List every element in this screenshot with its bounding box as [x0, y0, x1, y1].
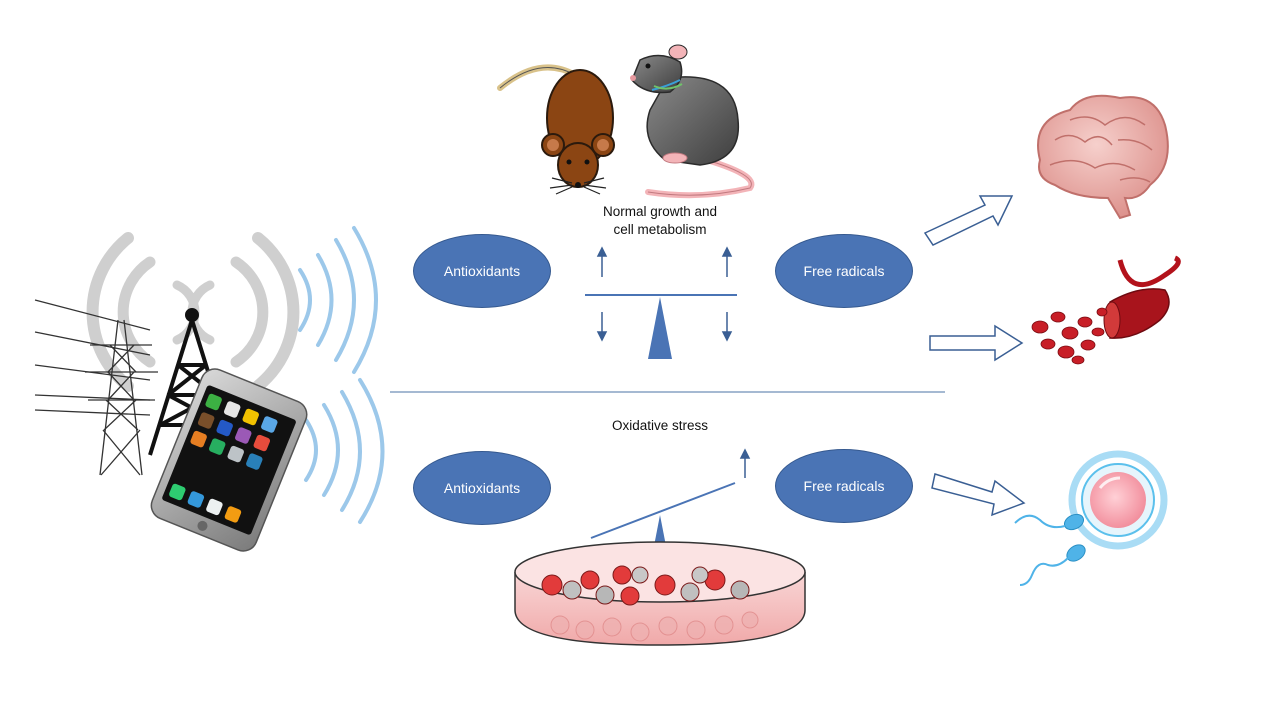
caption-normal-growth: Normal growth and cell metabolism — [575, 203, 745, 239]
up-arrow-right — [721, 246, 733, 277]
caption-normal-growth-line1: Normal growth and — [602, 204, 718, 219]
down-arrow-left — [596, 312, 608, 342]
arrow-to-reproductive — [931, 473, 1026, 517]
caption-oxidative-stress: Oxidative stress — [611, 418, 709, 433]
free-radicals-oval-top: Free radicals — [775, 234, 913, 308]
balance-scale-level — [585, 294, 737, 359]
free-radicals-oval-bottom: Free radicals — [775, 449, 913, 523]
signal-rings-icon — [86, 232, 300, 392]
up-arrow-left — [596, 246, 608, 277]
arrow-to-blood — [929, 324, 1024, 362]
caption-normal-growth-line2: cell metabolism — [613, 222, 707, 237]
brain-icon — [1037, 94, 1169, 220]
antioxidants-oval-bottom: Antioxidants — [413, 451, 551, 525]
down-arrow-right — [721, 312, 733, 342]
petri-dish-icon — [514, 541, 806, 646]
up-arrow-tilted — [739, 448, 751, 478]
arrow-to-brain — [923, 195, 1014, 246]
brown-mouse-icon — [497, 64, 615, 195]
antioxidants-oval-top: Antioxidants — [413, 234, 551, 308]
smartphone-icon — [150, 368, 308, 552]
sperm-egg-icon — [1014, 450, 1168, 586]
radio-waves-icon — [298, 226, 385, 524]
gray-rat-icon — [630, 44, 755, 199]
power-line-tower-icon — [34, 299, 158, 476]
blood-vessel-icon — [1031, 255, 1181, 365]
